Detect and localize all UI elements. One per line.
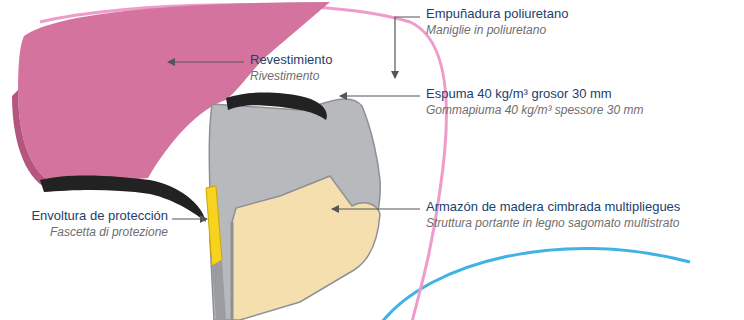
leader-line — [340, 95, 420, 96]
part-label: Espuma 40 kg/m³ grosor 30 mm — [426, 86, 612, 102]
part-label-translation: Gommapiuma 40 kg/m³ spessore 30 mm — [426, 102, 643, 118]
part-label: Empuñadura poliuretano — [426, 6, 568, 22]
protection-band — [206, 186, 222, 266]
protection-tail — [212, 260, 226, 320]
grip-upper — [226, 93, 327, 121]
leader-line — [332, 208, 420, 209]
cover-shade — [12, 90, 62, 190]
part-label: Envoltura de protección — [31, 208, 168, 224]
part-label-translation: Rivestimento — [250, 68, 319, 84]
part-label: Armazón de madera cimbrada multipliegues — [426, 199, 680, 215]
wood-frame — [232, 176, 380, 320]
leader-line — [395, 17, 420, 78]
leader-line — [168, 61, 244, 62]
part-label-translation: Maniglie in poliuretano — [426, 22, 546, 38]
part-label-translation: Struttura portante in legno sagomato mul… — [426, 215, 679, 231]
leader-line — [172, 218, 207, 219]
part-label-translation: Fascetta di protezione — [50, 224, 168, 240]
part-label: Revestimiento — [250, 52, 332, 68]
